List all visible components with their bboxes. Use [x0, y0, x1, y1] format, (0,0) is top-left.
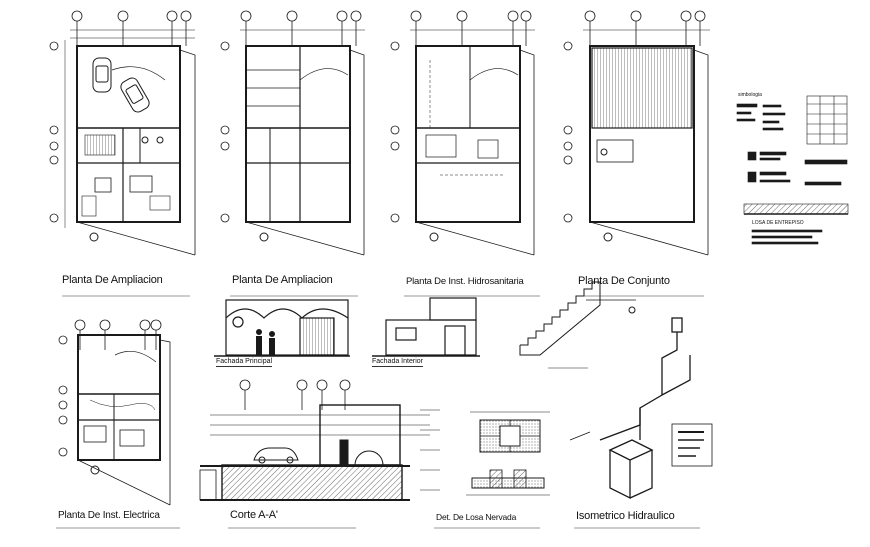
title-planta-ampliacion-2: Planta De Ampliacion	[232, 274, 333, 286]
title-fachada-interior: Fachada Interior	[372, 358, 423, 367]
title-planta-conjunto: Planta De Conjunto	[578, 275, 670, 287]
isometrico-hidraulico	[569, 317, 713, 500]
fachada-interior	[372, 297, 480, 357]
fachada-principal	[214, 299, 350, 357]
corte-a-a	[199, 379, 440, 501]
title-scale-lines	[56, 295, 704, 529]
axis-bubbles-left	[49, 41, 59, 223]
plan-ampliacion-2	[220, 10, 365, 256]
legend-simbologia-label: simbologia	[738, 92, 762, 98]
title-isometrico: Isometrico Hidraulico	[576, 510, 675, 522]
legend-losa-label: LOSA DE ENTREPISO	[752, 220, 804, 226]
title-corte: Corte A-A'	[230, 509, 278, 521]
plan-ampliacion-1	[49, 10, 196, 256]
stair-section	[519, 281, 636, 369]
plan-conjunto	[563, 10, 710, 256]
plan-electrica	[58, 319, 171, 506]
axis-bubbles-top	[71, 10, 192, 46]
plan-hidrosanitaria	[390, 10, 535, 256]
title-planta-hidrosanitaria: Planta De Inst. Hidrosanitaria	[406, 276, 524, 287]
title-planta-electrica: Planta De Inst. Electrica	[58, 510, 160, 521]
title-fachada-principal: Fachada Principal	[216, 358, 273, 367]
title-planta-ampliacion-1: Planta De Ampliacion	[62, 274, 163, 286]
det-losa-nervada	[466, 411, 550, 496]
human-figure-1	[256, 329, 275, 355]
title-det-losa: Det. De Losa Nervada	[436, 512, 517, 522]
legend-block	[736, 95, 849, 245]
